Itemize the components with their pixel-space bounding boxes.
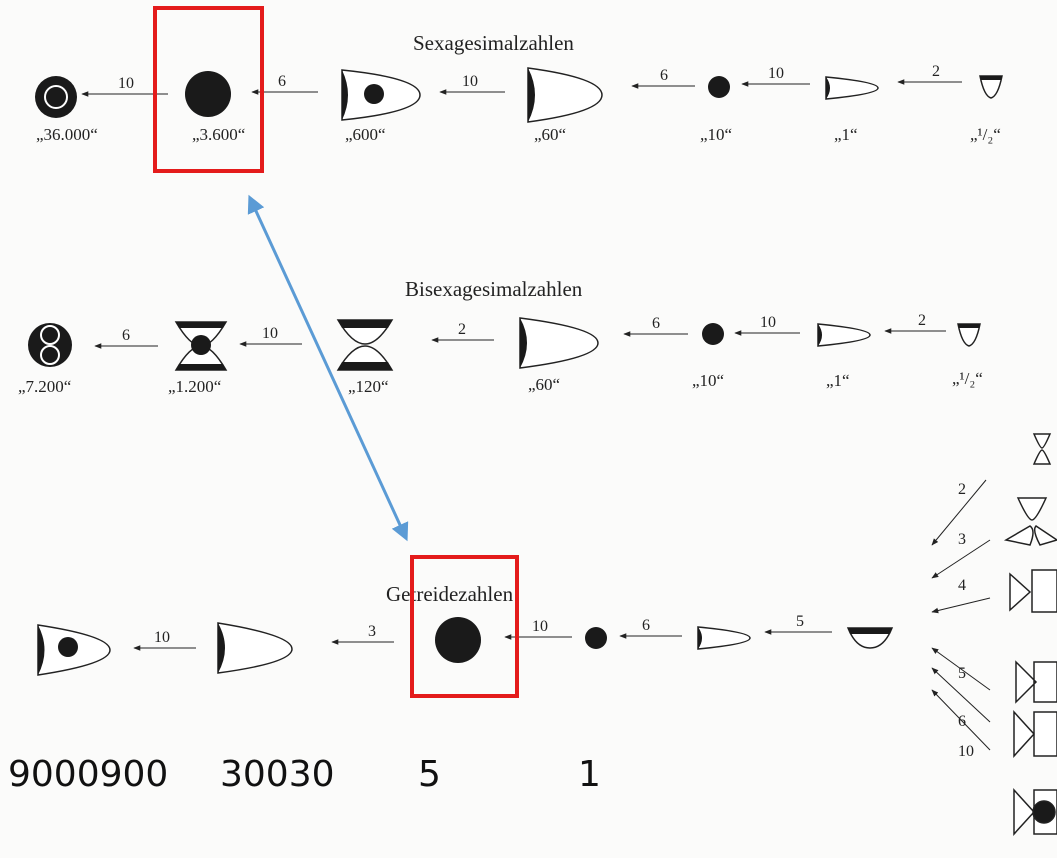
sign-grain-smallcone	[697, 626, 751, 650]
value-label: „1.200“	[168, 377, 221, 396]
sign-7200	[28, 323, 72, 367]
value-label: „1“	[826, 371, 850, 390]
bisexagesimal-arrows	[94, 328, 946, 349]
factor-label: 4	[958, 577, 966, 594]
value-label: „600“	[345, 125, 386, 144]
value-label: „36.000“	[36, 125, 98, 144]
bisexagesimal-labels: „7.200“ „1.200“ „120“ „60“ „10“ „1“ „¹/₂…	[18, 369, 983, 396]
sign-grain-dot	[585, 627, 607, 649]
value-label: „¹/₂“	[970, 125, 1001, 144]
factor-label: 6	[642, 617, 650, 634]
value-label: „3.600“	[192, 125, 245, 144]
factor-label: 10	[262, 325, 278, 342]
sign-1	[825, 76, 879, 100]
value-label: „7.200“	[18, 377, 71, 396]
sign-60-bis	[519, 317, 599, 369]
bottom-numbers: 9000900 30030 5 1	[8, 754, 601, 795]
factor-label: 3	[958, 531, 966, 548]
sexagesimal-labels: „36.000“ „3.600“ „600“ „60“ „10“ „1“ „¹/…	[36, 125, 1001, 144]
bottom-number: 5	[418, 754, 441, 795]
value-label: „60“	[528, 375, 560, 394]
sign-1200	[174, 321, 228, 371]
factor-label: 10	[760, 314, 776, 331]
sign-10-bis	[702, 323, 724, 345]
sign-grain-bigcone-dot	[37, 624, 111, 676]
factor-label: 10	[958, 743, 974, 760]
factor-label: 2	[458, 321, 466, 338]
bottom-number: 9000900	[8, 754, 168, 795]
factor-label: 10	[154, 629, 170, 646]
bisexagesimal-title: Bisexagesimalzahlen	[405, 277, 583, 301]
value-label: „10“	[700, 125, 732, 144]
bottom-number: 1	[578, 754, 601, 795]
factor-label: 10	[118, 75, 134, 92]
sign-10	[708, 76, 730, 98]
sign-3600	[185, 71, 231, 117]
grain-arrows	[133, 629, 832, 651]
highlight-box-grain	[410, 555, 519, 698]
factor-label: 2	[958, 481, 966, 498]
side-factors: 2 3 4 5 6 10	[958, 481, 974, 760]
factor-label: 6	[278, 73, 286, 90]
sexagesimal-factors: 10 6 10 6 10 2	[118, 63, 940, 92]
factor-label: 5	[958, 665, 966, 682]
value-label: „60“	[534, 125, 566, 144]
sign-36000	[35, 76, 77, 118]
sign-600	[341, 69, 421, 121]
link-arrow	[247, 194, 409, 542]
sign-120	[336, 319, 394, 371]
sign-half	[979, 75, 1003, 99]
value-label: „¹/₂“	[952, 369, 983, 388]
factor-label: 2	[932, 63, 940, 80]
factor-label: 10	[768, 65, 784, 82]
sign-grain-bowl	[846, 627, 894, 649]
sign-half-bis	[957, 323, 981, 347]
sign-grain-bigdot	[435, 617, 481, 663]
factor-label: 2	[918, 312, 926, 329]
sign-60	[527, 67, 603, 123]
factor-label: 6	[122, 327, 130, 344]
factor-label: 6	[652, 315, 660, 332]
grain-title: Getreidezahlen	[386, 582, 514, 606]
factor-label: 10	[462, 73, 478, 90]
factor-label: 5	[796, 613, 804, 630]
factor-label: 10	[532, 618, 548, 635]
grain-factors: 10 3 10 6 5	[154, 613, 804, 646]
sign-grain-bigcone	[217, 622, 293, 674]
factor-label: 6	[958, 713, 966, 730]
factor-label: 6	[660, 67, 668, 84]
sexagesimal-title: Sexagesimalzahlen	[413, 31, 574, 55]
bottom-number: 30030	[220, 754, 335, 795]
highlight-box-3600	[153, 6, 264, 173]
side-signs	[1003, 433, 1057, 836]
value-label: „120“	[348, 377, 389, 396]
value-label: „10“	[692, 371, 724, 390]
sign-1-bis	[817, 323, 871, 347]
value-label: „1“	[834, 125, 858, 144]
factor-label: 3	[368, 623, 376, 640]
side-arrows	[931, 479, 991, 751]
